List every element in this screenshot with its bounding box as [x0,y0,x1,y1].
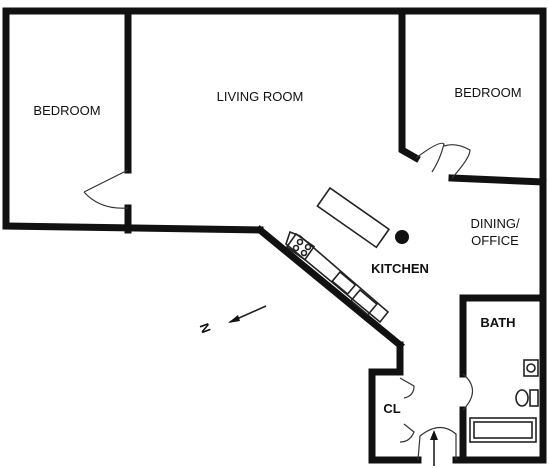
room-label-living-room: LIVING ROOM [217,89,304,104]
north-arrow [228,305,267,323]
toilet-tank [529,389,539,407]
room-label-bedroom-left: BEDROOM [33,103,100,118]
bedroom-left-door [83,169,129,209]
bathtub-inner [473,421,533,439]
bath-fixtures [469,359,539,443]
burner-2 [304,243,312,251]
bath-sink-basin [526,363,536,373]
kitchen-fixtures [285,186,409,324]
bath-wall [459,294,547,378]
kitchen-diagonal-wall [255,225,405,350]
bath-sink [523,359,539,377]
room-label-bath: BATH [480,315,515,330]
arrow-up-icon [430,430,438,440]
bedroom-right-door-2 [443,144,471,179]
burner-1 [296,238,304,246]
toilet [515,389,529,407]
room-label-kitchen: KITCHEN [371,261,429,276]
burner-3 [292,244,300,252]
bottom-left-wall [2,222,264,234]
closet-door-top [399,377,415,399]
closet-door-bottom [399,423,415,443]
bedroom-right-door [415,142,445,173]
kitchen-fridge [349,288,378,316]
compass-letter: N [197,321,214,335]
room-label-bedroom-right: BEDROOM [454,85,521,100]
room-label-closet: CL [383,401,400,416]
stove [285,232,316,261]
room-label-dining: DINING/ [470,216,520,231]
room-label-office: OFFICE [471,233,519,248]
burner-4 [300,249,308,257]
kitchen-sink [331,270,357,296]
ceiling-light [395,230,409,244]
bedroom-right-bottom-wall [448,174,547,186]
bathtub [469,417,537,443]
entry-arrow [430,430,438,466]
kitchen-island [316,186,391,249]
room-labels: BEDROOM LIVING ROOM BEDROOM DINING/ OFFI… [33,85,521,416]
bedroom-right-wall [398,7,421,163]
bath-door [462,373,474,411]
arrow-icon [228,315,240,323]
doors [83,142,474,461]
closet-wall [368,368,422,464]
walls [2,7,547,464]
entry-door [417,426,457,461]
